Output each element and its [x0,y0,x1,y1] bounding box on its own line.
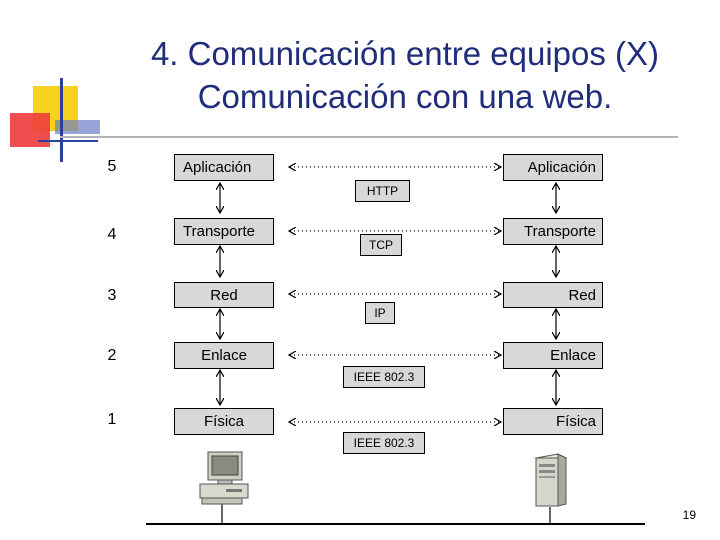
left-layer-link: Enlace [174,342,274,369]
layer-number-4: 4 [107,226,117,243]
layer-number-2: 2 [107,347,117,364]
layer-number-1: 1 [107,411,117,428]
left-layer-network: Red [174,282,274,308]
protocol-ip: IP [365,302,395,324]
page-title-line2: Comunicación con una web. [197,78,613,115]
desktop-computer-icon [196,450,256,506]
right-layer-physical: Física [503,408,603,435]
page-title-line1: 4. Comunicación entre equipos (X) [150,35,660,72]
left-layer-transport: Transporte [174,218,274,245]
left-layer-application: Aplicación [174,154,274,181]
right-layer-application: Aplicación [503,154,603,181]
protocol-ieee-link: IEEE 802.3 [343,366,425,388]
protocol-http: HTTP [355,180,410,202]
layer-number-3: 3 [107,287,117,304]
right-layer-link: Enlace [503,342,603,369]
right-layer-transport: Transporte [503,218,603,245]
right-layer-network: Red [503,282,603,308]
title-underline [60,136,678,138]
layer-number-5: 5 [107,158,117,175]
page-number: 19 [682,508,696,522]
protocol-ieee-physical: IEEE 802.3 [343,432,425,454]
left-layer-physical: Física [174,408,274,435]
protocol-tcp: TCP [360,234,402,256]
server-tower-icon [528,452,572,508]
decorative-logo [0,0,150,170]
